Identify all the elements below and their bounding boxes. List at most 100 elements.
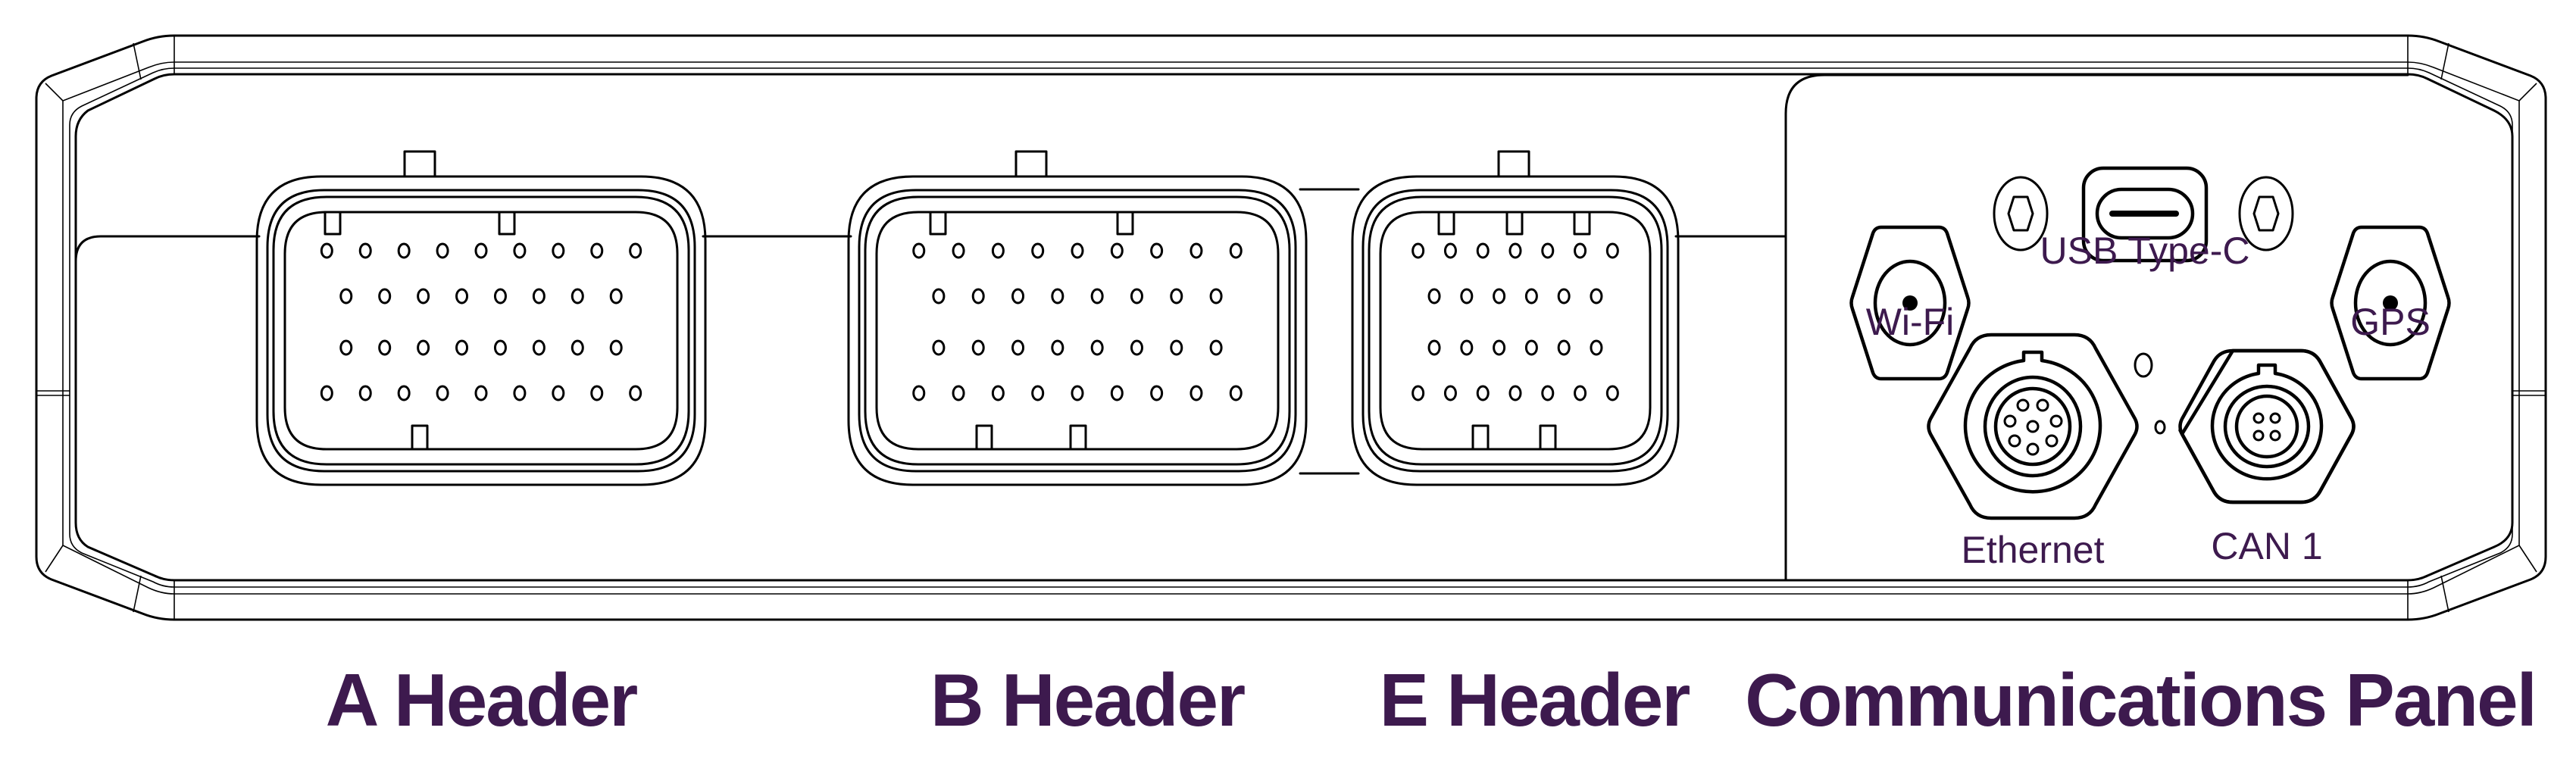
communications-panel <box>1784 73 2409 582</box>
keying-tab <box>403 150 436 178</box>
pin-socket <box>455 288 469 305</box>
b-header-label: B Header <box>930 658 1245 742</box>
hex-socket-icon <box>2007 195 2034 232</box>
gps-antenna-port[interactable] <box>2330 225 2451 381</box>
wifi-label: Wi-Fi <box>1866 301 1955 343</box>
headers-layer <box>255 150 1680 486</box>
hex-socket-icon <box>2252 195 2280 232</box>
pin-socket <box>493 339 507 356</box>
pin-socket <box>1460 288 1474 305</box>
antenna-center-pin-icon <box>1902 295 1918 311</box>
b-header-connector[interactable] <box>847 150 1308 486</box>
keying-slot <box>411 424 429 451</box>
pin-socket <box>1209 339 1223 356</box>
pin-socket <box>1150 385 1164 401</box>
pin-socket <box>378 339 392 356</box>
pin-socket <box>952 242 965 259</box>
pin-socket <box>1476 385 1490 401</box>
pin-socket <box>1150 242 1164 259</box>
pin-socket <box>1051 288 1064 305</box>
pin-socket <box>1605 242 1619 259</box>
mounting-screw-right <box>2238 176 2294 251</box>
pin-socket <box>1229 242 1243 259</box>
pin-socket <box>1190 242 1203 259</box>
keying-slot <box>1437 211 1455 236</box>
pin-socket <box>1476 242 1490 259</box>
communications-panel-label: Communications Panel <box>1745 658 2536 742</box>
pin-socket <box>1460 339 1474 356</box>
can1-port[interactable] <box>2178 348 2356 504</box>
pin-socket <box>2049 414 2063 428</box>
pin-socket <box>1574 242 1587 259</box>
pin-socket <box>952 385 965 401</box>
ethernet-pins <box>2003 398 2063 456</box>
pin-socket <box>912 385 926 401</box>
keying-slot <box>1539 424 1557 451</box>
e-header-connector[interactable] <box>1351 150 1680 486</box>
can1-label: CAN 1 <box>2211 525 2322 567</box>
pin-socket <box>1411 385 1425 401</box>
pin-socket <box>1110 385 1124 401</box>
pin-socket <box>378 288 392 305</box>
pin-socket <box>571 339 584 356</box>
pin-socket <box>1190 385 1203 401</box>
pin-socket <box>1524 288 1538 305</box>
pin-socket <box>991 385 1005 401</box>
usb-c-label: USB Type-C <box>2040 230 2250 272</box>
pin-socket <box>1493 339 1506 356</box>
keying-slot <box>498 211 516 236</box>
pin-socket <box>1524 339 1538 356</box>
pin-socket <box>1011 288 1025 305</box>
keying-slot <box>324 211 342 236</box>
pin-socket <box>1031 385 1045 401</box>
pin-socket <box>1229 385 1243 401</box>
pin-socket <box>474 242 488 259</box>
pin-socket <box>397 385 411 401</box>
pin-socket <box>2036 398 2049 412</box>
pin-socket <box>1590 339 1603 356</box>
keying-tab <box>1014 150 1048 178</box>
keying-slot <box>1116 211 1134 236</box>
section-labels: A Header B Header E Header Communication… <box>326 658 2537 742</box>
pin-socket <box>358 242 372 259</box>
pin-socket <box>1557 288 1571 305</box>
pin-socket <box>474 385 488 401</box>
pin-socket <box>1493 288 1506 305</box>
a-header-connector[interactable] <box>255 150 707 486</box>
pin-socket <box>417 339 430 356</box>
pin-socket <box>2269 429 2281 442</box>
keying-tab <box>1497 150 1530 178</box>
pin-socket <box>397 242 411 259</box>
pin-socket <box>339 288 353 305</box>
pin-socket <box>1508 242 1522 259</box>
keying-slot <box>1069 424 1087 451</box>
pin-socket <box>532 288 546 305</box>
pin-socket <box>320 385 333 401</box>
pin-socket <box>629 242 642 259</box>
pin-socket <box>2008 434 2021 448</box>
pin-socket <box>513 385 527 401</box>
pin-socket <box>1071 385 1084 401</box>
pin-socket <box>1110 242 1124 259</box>
keying-slot <box>1505 211 1524 236</box>
pin-socket <box>552 385 565 401</box>
keying-slot <box>1471 424 1490 451</box>
ethernet-label: Ethernet <box>1961 529 2104 571</box>
pin-socket <box>912 242 926 259</box>
pin-socket <box>1090 288 1104 305</box>
wifi-antenna-port[interactable] <box>1849 225 1971 381</box>
device-housing <box>35 34 2547 621</box>
pin-socket <box>1170 288 1183 305</box>
pin-socket <box>339 339 353 356</box>
pin-socket <box>629 385 642 401</box>
pin-socket <box>1443 385 1457 401</box>
pin-socket <box>1508 385 1522 401</box>
usb-c-port[interactable] <box>2081 166 2209 263</box>
pin-socket <box>1541 385 1555 401</box>
pin-socket <box>1051 339 1064 356</box>
pin-socket <box>609 339 623 356</box>
pin-socket <box>1071 242 1084 259</box>
ethernet-port[interactable] <box>1927 333 2139 520</box>
pin-socket <box>1427 288 1441 305</box>
